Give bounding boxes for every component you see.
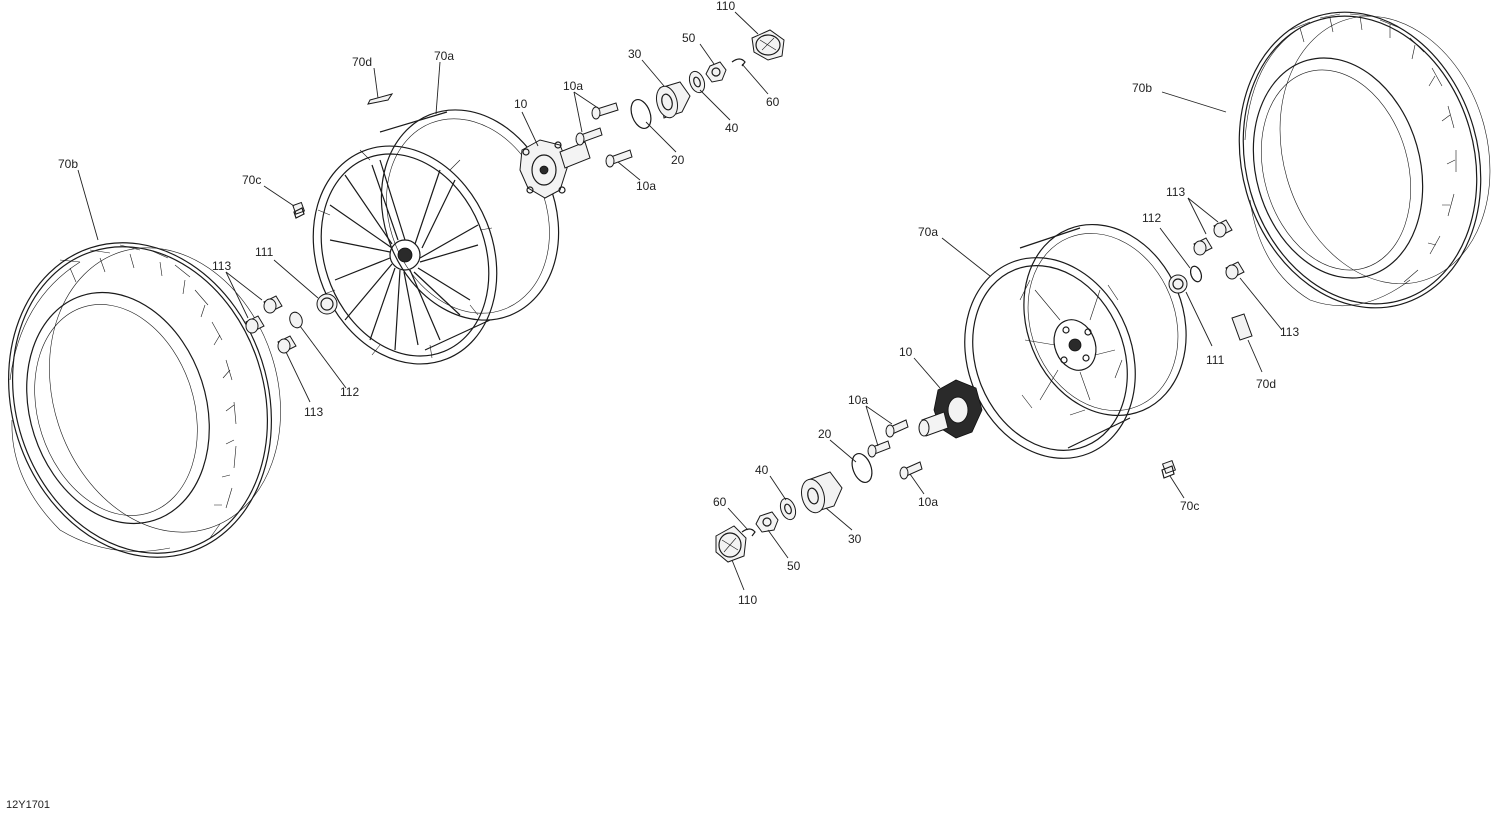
callout-10: 10 — [514, 97, 528, 111]
studs-left — [575, 102, 633, 168]
callout-50: 50 — [682, 31, 696, 45]
leader-lines-left — [77, 11, 769, 403]
center-cap-right — [1168, 274, 1188, 294]
cotter-pin-right — [741, 528, 756, 537]
callout-70c: 70c — [242, 173, 261, 187]
rim-right — [964, 223, 1187, 459]
hub-cap-right — [715, 525, 747, 563]
washer-112-right — [1189, 265, 1203, 283]
callout-112: 112 — [1142, 211, 1161, 225]
callout-70d: 70d — [1256, 377, 1276, 391]
callout-10a: 10a — [563, 79, 583, 93]
rim-left — [312, 109, 560, 365]
valve-stem-left — [292, 201, 306, 219]
callout-70b: 70b — [1132, 81, 1152, 95]
tire-left — [8, 242, 281, 558]
nut-right — [755, 511, 779, 533]
callout-30: 30 — [848, 532, 862, 546]
callout-70a: 70a — [434, 49, 454, 63]
nut-left — [705, 61, 727, 83]
circlip-left — [630, 98, 652, 130]
callouts-left: 110 50 30 60 40 20 10a 10a 10 70d 70a 70… — [58, 0, 780, 419]
callout-111: 111 — [255, 245, 274, 259]
callout-50: 50 — [787, 559, 801, 573]
callout-110: 110 — [738, 593, 757, 607]
callout-60: 60 — [713, 495, 727, 509]
callout-113: 113 — [304, 405, 323, 419]
cotter-pin-left — [731, 58, 746, 67]
valve-stem-right — [1161, 459, 1177, 479]
callout-70d: 70d — [352, 55, 372, 69]
callout-30: 30 — [628, 47, 642, 61]
callouts-right: 70b 113 112 113 111 70d 70a 10 10a 10a 2… — [713, 81, 1299, 607]
callout-20: 20 — [818, 427, 832, 441]
callout-10a: 10a — [848, 393, 868, 407]
callout-110: 110 — [716, 0, 735, 13]
callout-70c: 70c — [1180, 499, 1199, 513]
callout-113: 113 — [1280, 325, 1299, 339]
bearing-left — [655, 81, 691, 119]
washer-left — [688, 70, 706, 94]
lug-nuts-left — [245, 295, 297, 354]
tire-right — [1238, 11, 1491, 309]
hub-right — [918, 379, 983, 439]
callout-113: 113 — [1166, 185, 1185, 199]
center-cap-left — [316, 293, 338, 315]
bearing-right — [800, 471, 843, 514]
callout-40: 40 — [755, 463, 769, 477]
circlip-right — [851, 452, 873, 484]
leader-lines-right — [727, 91, 1283, 591]
washer-112-left — [289, 311, 303, 329]
hub-cap-left — [751, 29, 785, 61]
callout-113: 113 — [212, 259, 231, 273]
washer-right — [779, 497, 797, 521]
lug-nuts-right — [1193, 219, 1245, 280]
valve-insert-left — [367, 93, 394, 105]
valve-insert-right — [1231, 313, 1253, 341]
callout-10a: 10a — [918, 495, 938, 509]
callout-70a: 70a — [918, 225, 938, 239]
hub-left — [519, 139, 591, 199]
callout-60: 60 — [766, 95, 780, 109]
callout-20: 20 — [671, 153, 685, 167]
callout-40: 40 — [725, 121, 739, 135]
callout-111: 111 — [1206, 353, 1225, 367]
document-reference: 12Y1701 — [6, 799, 51, 811]
callout-10: 10 — [899, 345, 913, 359]
callout-112: 112 — [340, 385, 359, 399]
callout-70b: 70b — [58, 157, 78, 171]
callout-10a: 10a — [636, 179, 656, 193]
studs-right — [867, 419, 923, 480]
